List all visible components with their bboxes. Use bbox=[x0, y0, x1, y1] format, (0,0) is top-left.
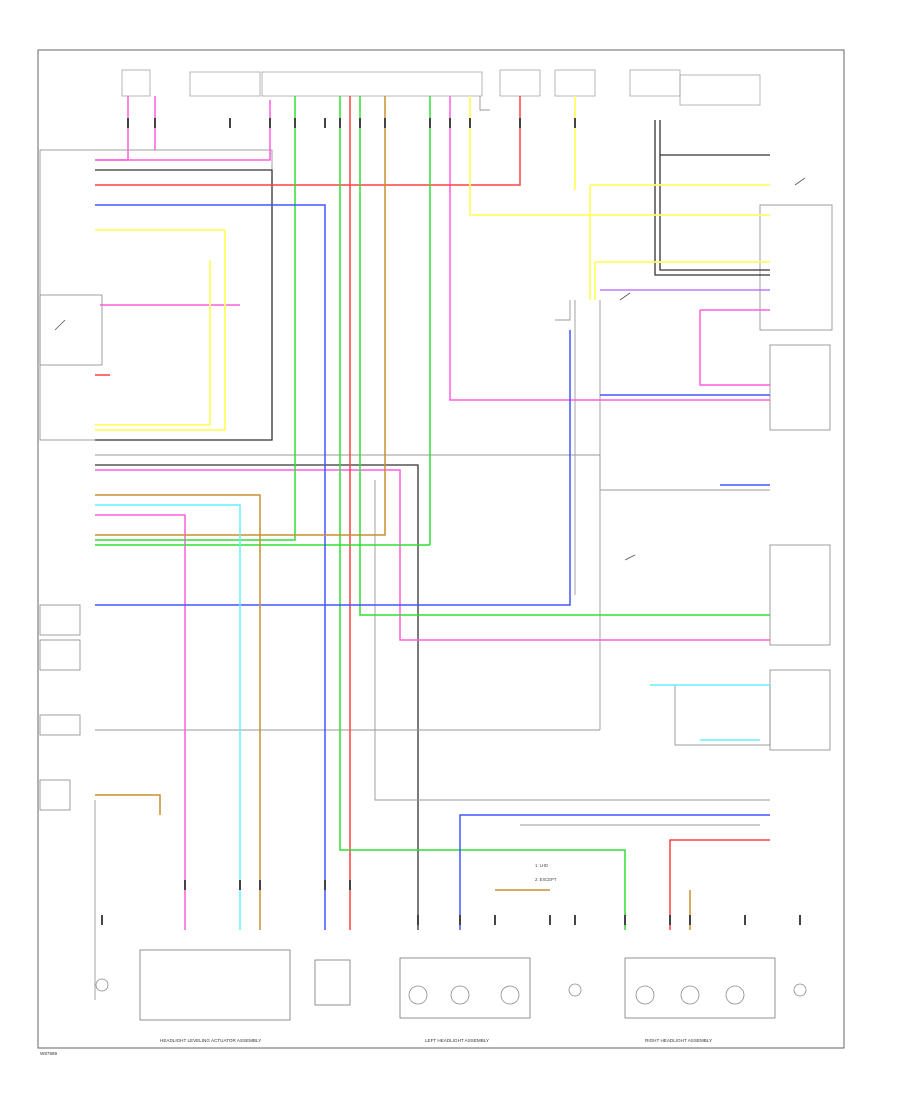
bottom-components bbox=[139, 949, 776, 1021]
right-components bbox=[674, 204, 833, 751]
footer-code: W87869 bbox=[40, 1051, 58, 1056]
caption-left-headlight: LEFT HEADLIGHT ASSEMBLY bbox=[425, 1038, 489, 1043]
left-components bbox=[39, 149, 273, 811]
wire-orange-brown bbox=[95, 96, 691, 930]
wire-red bbox=[95, 96, 770, 930]
headlight-bulbs bbox=[95, 978, 807, 1005]
wire-harness-black bbox=[95, 120, 770, 930]
switch-symbols bbox=[54, 177, 806, 561]
wire-harness-gray bbox=[94, 96, 770, 1000]
wire-cyan bbox=[95, 504, 770, 930]
caption-headlight-leveling-actuator: HEADLIGHT LEVELING ACTUATOR ASSEMBLY bbox=[160, 1038, 261, 1043]
legend-item-1: 1: LHD bbox=[535, 863, 548, 868]
legend-item-2: 2: EXCEPT bbox=[535, 877, 557, 882]
diagram-border bbox=[37, 49, 845, 1049]
caption-right-headlight: RIGHT HEADLIGHT ASSEMBLY bbox=[645, 1038, 712, 1043]
wire-pink bbox=[95, 96, 770, 930]
wire-yellow bbox=[95, 96, 770, 431]
top-connector-blocks bbox=[121, 69, 761, 106]
connector-terminals bbox=[101, 118, 801, 925]
wire-blue bbox=[95, 204, 770, 930]
wire-green bbox=[95, 96, 770, 930]
